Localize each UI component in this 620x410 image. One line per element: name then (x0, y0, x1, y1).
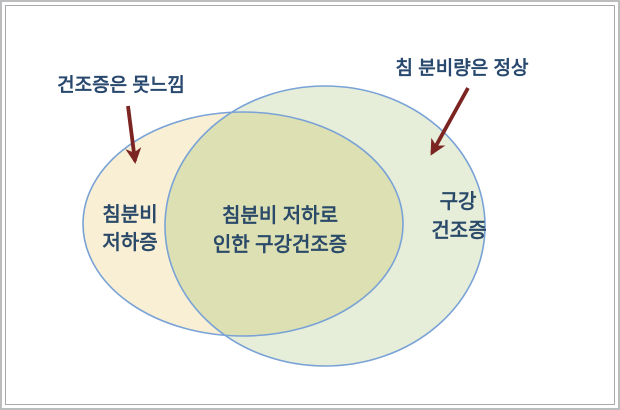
intersection-label-line1: 침분비 저하로 (222, 204, 338, 227)
left-set-ellipse-outline (82, 111, 404, 337)
left-annotation-arrow (125, 105, 142, 164)
right-set-label-line1: 구강 (440, 190, 477, 213)
right-set-ellipse-outline (164, 85, 486, 367)
intersection-region-fill (165, 112, 403, 336)
left-set-label-line1: 침분비 (102, 203, 157, 226)
right-annotation-arrow (430, 87, 470, 156)
intersection-label-line2: 인한 구강건조증 (213, 233, 347, 256)
right-set-label-line2: 건조증 (431, 219, 486, 242)
left-annotation-text: 건조증은 못느낌 (57, 74, 185, 96)
left-set-label-line2: 저하증 (102, 231, 157, 254)
right-annotation-text: 침 분비량은 정상 (396, 57, 529, 79)
